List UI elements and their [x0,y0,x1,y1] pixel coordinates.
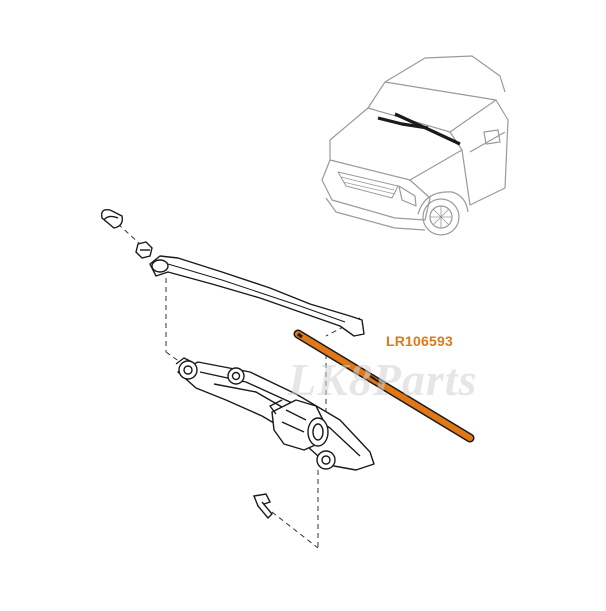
wiper-motor-icon [269,399,329,451]
nut-icon [135,241,153,259]
wiper-blade-highlight [293,329,475,443]
vehicle-door-line [469,131,506,153]
vehicle-grille [337,171,399,199]
vehicle-illustration [321,55,509,236]
vehicle-front-face [321,159,431,221]
vehicle-roof [384,55,506,93]
vehicle-body-side [461,99,509,206]
vehicle-bumper [325,197,426,231]
watermark: LK8Parts [288,354,478,405]
cap-icon [100,208,124,229]
vehicle-windshield [367,81,497,133]
vehicle-wiper-arm-right [394,112,461,146]
part-number-label: LR106593 [386,333,453,349]
wiper-arm [149,255,365,337]
vehicle-hood [329,107,463,181]
vehicle-wheel-arch [417,191,469,215]
vehicle-wheel [422,198,460,236]
vehicle-headlight [398,185,417,207]
vehicle-mirror [483,129,501,145]
bolt-icon [253,493,273,520]
